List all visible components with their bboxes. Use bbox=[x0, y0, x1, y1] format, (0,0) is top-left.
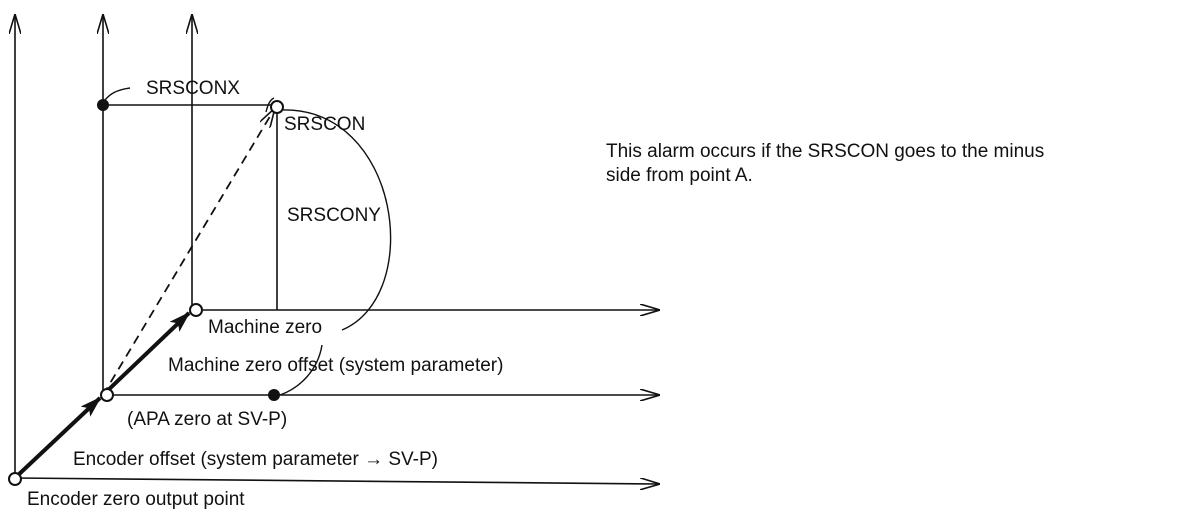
apa-zero-label: (APA zero at SV-P) bbox=[127, 409, 287, 430]
offset-leader bbox=[279, 344, 323, 396]
apa-zero-point bbox=[100, 388, 114, 402]
srsconx-leader-right bbox=[265, 97, 275, 113]
srscon-dashed-vector bbox=[102, 108, 275, 396]
srscon-label: SRSCON bbox=[284, 114, 365, 135]
alarm-note-line-1: This alarm occurs if the SRSCON goes to … bbox=[606, 141, 1045, 162]
encoder-offset-vector bbox=[14, 396, 102, 479]
alarm-note: This alarm occurs if the SRSCON goes to … bbox=[606, 140, 1196, 188]
machine-zero-label: Machine zero bbox=[208, 317, 322, 338]
srscon-point bbox=[270, 100, 284, 114]
srscony-leader bbox=[279, 109, 392, 331]
machine-zero-point bbox=[189, 303, 203, 317]
srsconx-label: SRSCONX bbox=[146, 78, 240, 99]
srsconx-leader bbox=[104, 87, 131, 101]
srsconx-point bbox=[97, 99, 109, 111]
machine-zero-offset-label: Machine zero offset (system parameter) bbox=[168, 355, 503, 376]
encoder-x-axis bbox=[14, 477, 660, 484]
alarm-note-line-2: side from point A. bbox=[606, 165, 753, 186]
offset-point bbox=[268, 389, 280, 401]
encoder-offset-label: Encoder offset (system parameter → SV-P) bbox=[73, 449, 438, 470]
encoder-zero-point bbox=[8, 472, 22, 486]
encoder-zero-label: Encoder zero output point bbox=[27, 489, 245, 510]
machine-offset-vector bbox=[102, 311, 191, 396]
srscony-label: SRSCONY bbox=[287, 205, 381, 226]
